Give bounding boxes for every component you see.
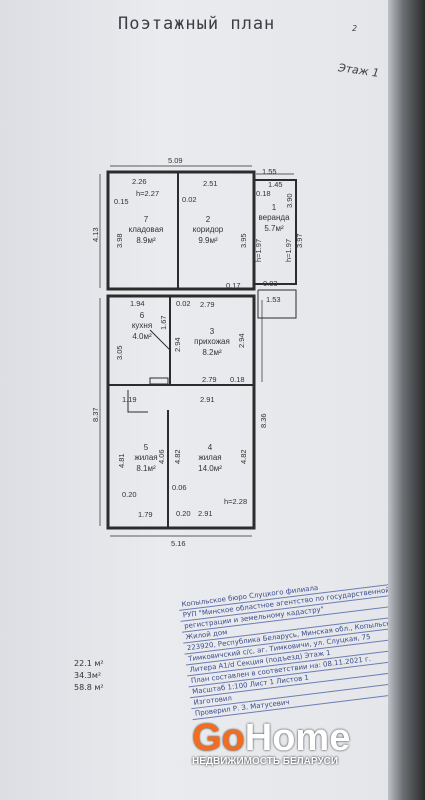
dim-label: 0.03 <box>263 279 278 288</box>
dim-label: 2.94 <box>237 333 246 348</box>
dim-label: 2.91 <box>198 509 213 518</box>
dim-label: 2.91 <box>200 395 215 404</box>
sheet-corner-number: 2 <box>352 24 358 33</box>
dim-label: 0.17 <box>226 281 241 290</box>
dim-label: 2.79 <box>202 375 217 384</box>
svg-text:жилая: жилая <box>134 453 157 462</box>
room-2-corridor: 2 коридор 9.9м² <box>193 215 224 245</box>
dim-overall-left-lower: 8.37 <box>91 407 100 422</box>
dim-label: 0.06 <box>172 483 187 492</box>
dim-label: 1.67 <box>159 315 168 330</box>
dim-label: 2.79 <box>200 300 215 309</box>
area-summary: 22.1 м² 34.3м² 58.8 м² <box>74 658 104 694</box>
svg-text:прихожая: прихожая <box>194 337 230 346</box>
dim-label: 0.02 <box>176 299 191 308</box>
area-total-2: 34.3м² <box>74 671 102 680</box>
svg-text:14.0м²: 14.0м² <box>198 464 222 473</box>
svg-text:4: 4 <box>208 443 213 452</box>
svg-text:коридор: коридор <box>193 225 224 234</box>
floor-plan-drawing: 5.09 5.16 4.13 8.37 1.55 2.26 h=2.27 2.5… <box>0 0 400 800</box>
svg-text:5: 5 <box>144 443 149 452</box>
dim-label: 4.82 <box>173 449 182 464</box>
svg-text:9.9м²: 9.9м² <box>198 236 218 245</box>
room-1-veranda: 1 веранда 5.7м² <box>258 203 290 233</box>
dim-label: 1.19 <box>122 395 137 404</box>
dim-label: 3.05 <box>115 345 124 360</box>
dim-label: 1.45 <box>268 180 283 189</box>
dim-label: 3.90 <box>285 193 294 208</box>
room-7-storage: 7 кладовая 8.9м² <box>129 215 164 245</box>
dim-label: 0.20 <box>122 490 137 499</box>
dim-label: 0.18 <box>230 375 245 384</box>
room-3-hallway: 3 прихожая 8.2м² <box>194 327 230 357</box>
dim-label: h=1.97 <box>254 239 263 262</box>
dim-label: 4.81 <box>117 453 126 468</box>
dim-label: 3.95 <box>239 233 248 248</box>
dim-label: 0.20 <box>176 509 191 518</box>
dim-label: h=1.97 <box>284 239 293 262</box>
dim-overall-left-upper: 4.13 <box>91 227 100 242</box>
dim-veranda-top: 1.55 <box>262 167 277 176</box>
svg-text:5.7м²: 5.7м² <box>264 224 284 233</box>
logo-tagline: НЕДВИЖИМОСТЬ БЕЛАРУСИ <box>192 756 339 767</box>
room-6-kitchen: 6 кухня 4.0м² <box>132 311 152 341</box>
svg-text:2: 2 <box>206 215 211 224</box>
page-title: Поэтажный план <box>118 14 276 34</box>
paper-edge-shadow <box>388 0 425 800</box>
svg-text:3: 3 <box>210 327 215 336</box>
dim-label: 2.94 <box>173 337 182 352</box>
dim-label: 3.97 <box>295 233 304 248</box>
dim-label: h=2.28 <box>224 497 247 506</box>
floor-plan-sheet: Поэтажный план 2 Этаж 1 <box>0 0 410 800</box>
svg-text:7: 7 <box>144 215 149 224</box>
wall-veranda <box>253 179 297 285</box>
wall-lower-block <box>106 294 256 530</box>
dim-label: 2.26 <box>132 177 147 186</box>
svg-text:6: 6 <box>140 311 145 320</box>
logo-wordmark: GoHome <box>192 717 351 759</box>
svg-text:8.1м²: 8.1м² <box>136 464 156 473</box>
dim-label: 0.02 <box>182 195 197 204</box>
dim-label: 1.79 <box>138 510 153 519</box>
dim-label: h=2.27 <box>136 189 159 198</box>
dim-label: 4.82 <box>239 449 248 464</box>
dim-label: 0.15 <box>114 197 129 206</box>
dim-overall-top: 5.09 <box>168 156 183 165</box>
dim-label: 3.98 <box>115 233 124 248</box>
svg-text:кухня: кухня <box>132 321 152 330</box>
dim-label: 4.06 <box>157 449 166 464</box>
porch-outline <box>257 289 297 319</box>
dim-label: 8.36 <box>259 413 268 428</box>
svg-text:веранда: веранда <box>258 213 290 222</box>
dim-label: 0.18 <box>256 189 271 198</box>
svg-text:8.2м²: 8.2м² <box>202 348 222 357</box>
dim-label: 1.53 <box>266 295 281 304</box>
area-total-3: 58.8 м² <box>74 683 104 692</box>
dim-label: 2.51 <box>203 179 218 188</box>
room-5-living: 5 жилая 8.1м² <box>134 443 157 473</box>
room-4-living: 4 жилая 14.0м² <box>198 443 222 473</box>
stair-marking <box>127 390 148 413</box>
svg-text:жилая: жилая <box>198 453 221 462</box>
svg-text:4.0м²: 4.0м² <box>132 332 152 341</box>
gohome-logo: GoHome НЕДВИЖИМОСТЬ БЕЛАРУСИ <box>192 718 378 767</box>
dim-overall-bottom: 5.16 <box>171 539 186 548</box>
svg-text:8.9м²: 8.9м² <box>136 236 156 245</box>
area-total-1: 22.1 м² <box>74 659 104 668</box>
svg-text:кладовая: кладовая <box>129 225 164 234</box>
svg-text:1: 1 <box>272 203 277 212</box>
dim-label: 1.94 <box>130 299 145 308</box>
